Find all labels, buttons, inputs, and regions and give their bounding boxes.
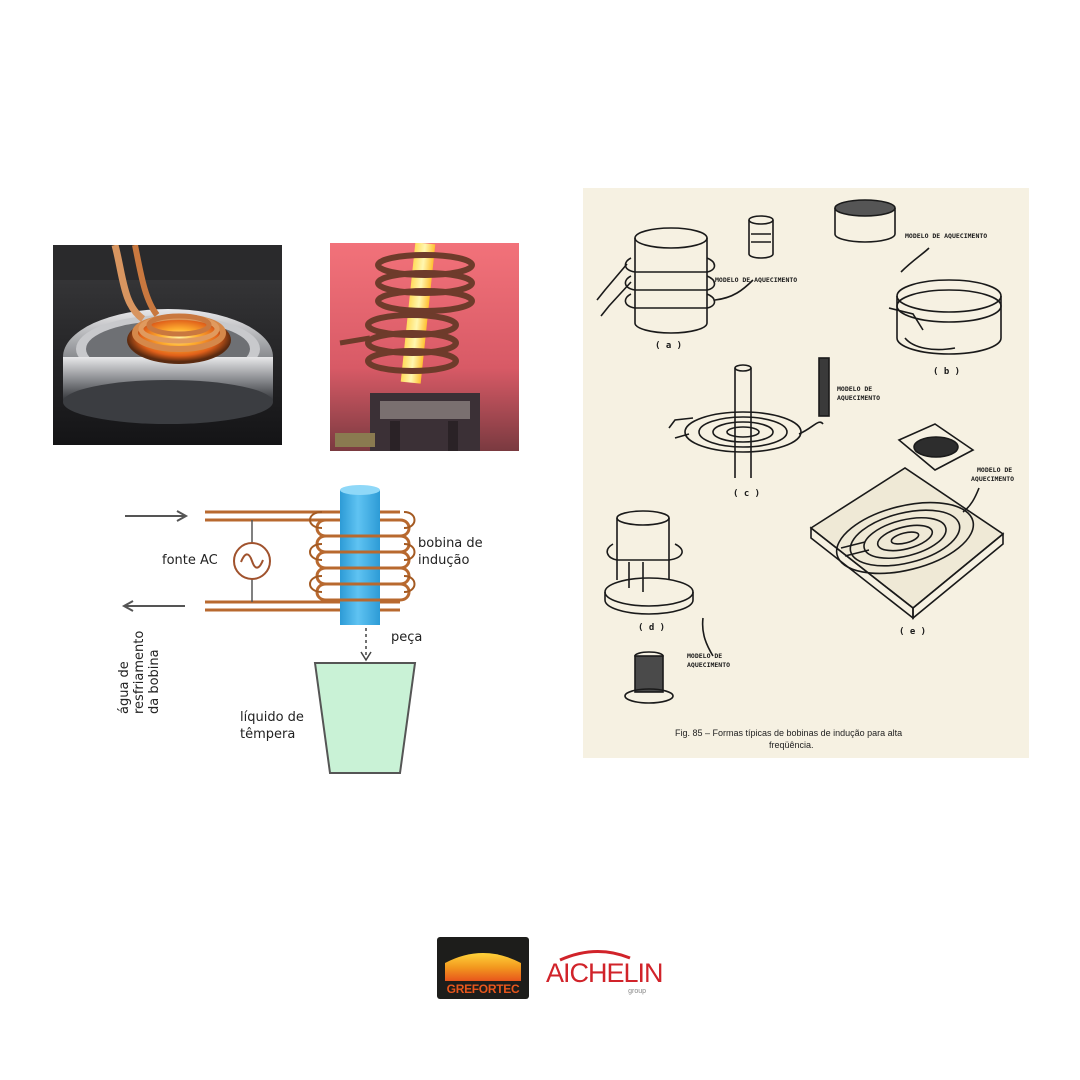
- figure-caption-1: Fig. 85 – Formas típicas de bobinas de i…: [675, 728, 902, 738]
- model-label-d-2: AQUECIMENTO: [687, 661, 730, 669]
- coil-label-2: indução: [418, 553, 469, 568]
- label-e: ( e ): [899, 627, 926, 637]
- work-piece: [340, 490, 380, 625]
- water-label-3: da bobina: [147, 649, 162, 714]
- quench-bucket: [313, 662, 417, 774]
- induction-schematic: fonte AC bobina de indução peça líquido …: [100, 478, 530, 783]
- coil-types-figure: ( a ) ( b ) ( c ) ( d ) ( e ) MODELO DE …: [583, 188, 1029, 758]
- water-label-2: resfriamento: [132, 631, 147, 714]
- water-label-1: água de: [117, 661, 132, 714]
- water-out-arrow: [121, 600, 185, 612]
- label-b: ( b ): [933, 367, 960, 377]
- quench-label-1: líquido de: [240, 710, 304, 725]
- model-label-c-2: AQUECIMENTO: [837, 394, 880, 402]
- piece-label: peça: [391, 630, 422, 645]
- aichelin-logo-subtext: group: [628, 988, 646, 995]
- photo-helical-coil: [330, 243, 519, 451]
- grefortec-logo-text: GREFORTEC: [446, 982, 520, 996]
- photo-pancake-coil: [53, 245, 282, 445]
- grefortec-logo: GREFORTEC: [437, 937, 529, 999]
- model-label-e-1: MODELO DE: [977, 466, 1012, 474]
- coil-label-1: bobina de: [418, 536, 483, 551]
- model-label-b: MODELO DE AQUECIMENTO: [905, 232, 987, 240]
- figure-caption-2: freqüência.: [769, 740, 814, 750]
- model-label-d-1: MODELO DE: [687, 652, 722, 660]
- model-label-c-1: MODELO DE: [837, 385, 872, 393]
- ac-source-label: fonte AC: [162, 553, 218, 568]
- quench-label-2: têmpera: [240, 727, 295, 742]
- label-c: ( c ): [733, 489, 760, 499]
- label-a: ( a ): [655, 341, 682, 351]
- aichelin-logo: AICHELIN group: [546, 944, 664, 1000]
- model-label-a: MODELO DE AQUECIMENTO: [715, 276, 797, 284]
- water-in-arrow: [125, 510, 189, 522]
- aichelin-logo-text: AICHELIN: [546, 958, 664, 988]
- label-d: ( d ): [638, 623, 665, 633]
- model-label-e-2: AQUECIMENTO: [971, 475, 1014, 483]
